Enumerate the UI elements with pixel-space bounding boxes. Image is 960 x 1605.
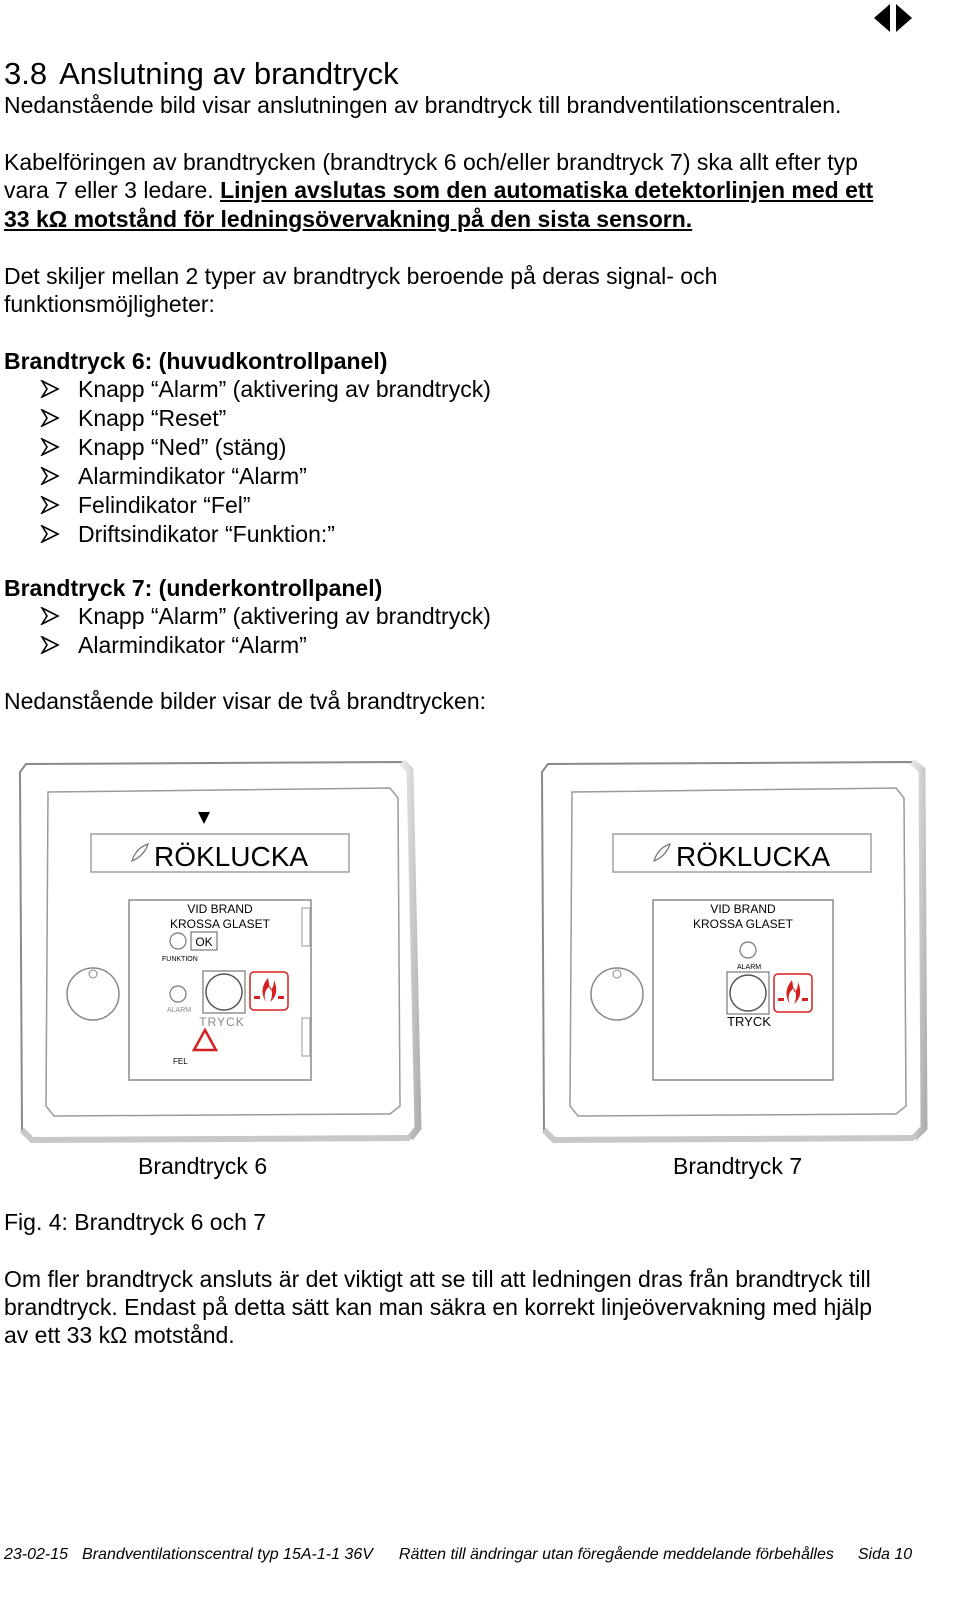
intro-text: Nedanstående bild visar anslutningen av … <box>4 92 842 118</box>
arrow-bullet-icon <box>40 636 60 654</box>
list-item: Knapp “Alarm” (aktivering av brandtryck) <box>40 375 491 404</box>
figure-caption: Fig. 4: Brandtryck 6 och 7 <box>4 1209 267 1235</box>
ok-button[interactable] <box>190 931 218 951</box>
bt6-list: Knapp “Alarm” (aktivering av brandtryck)… <box>40 375 491 549</box>
cabling-line-3: 33 kΩ motstånd för ledningsövervakning p… <box>4 206 693 232</box>
key-knob[interactable] <box>590 967 644 1021</box>
closing-line-1: Om fler brandtryck ansluts är det viktig… <box>4 1266 871 1292</box>
closing-line-2: brandtryck. Endast på detta sätt kan man… <box>4 1294 873 1320</box>
arrow-bullet-icon <box>40 496 60 514</box>
alarm-label: ALARM <box>737 964 761 971</box>
cabling-line-1: Kabelföringen av brandtrycken (brandtryc… <box>4 149 858 175</box>
leaf-icon <box>653 843 671 863</box>
ok-label: OK <box>195 935 212 949</box>
tryck-label: TRYCK <box>727 1014 771 1029</box>
cabling-line-2: vara 7 eller 3 ledare. Linjen avslutas s… <box>4 176 873 205</box>
panel6-instruction-2: KROSSA GLASET <box>170 917 271 931</box>
leaf-icon <box>131 843 149 863</box>
types-line-2: funktionsmöjligheter: <box>4 291 215 317</box>
arrow-bullet-icon <box>40 409 60 427</box>
list-item: Knapp “Alarm” (aktivering av brandtryck) <box>40 602 491 631</box>
fire-symbol-icon <box>773 973 813 1013</box>
list-item: Knapp “Ned” (stäng) <box>40 433 491 462</box>
arrow-bullet-icon <box>40 380 60 398</box>
types-line-1: Det skiljer mellan 2 typer av brandtryck… <box>4 263 718 289</box>
pictures-intro: Nedanstående bilder visar de två brandtr… <box>4 688 487 714</box>
panel6-caption: Brandtryck 6 <box>138 1153 268 1179</box>
list-item: Alarmindikator “Alarm” <box>40 462 491 491</box>
funktion-label: FUNKTION <box>162 956 198 963</box>
panel7-caption: Brandtryck 7 <box>673 1153 803 1179</box>
section-number: 3.8 <box>4 56 48 91</box>
panel6-instruction-1: VID BRAND <box>187 902 253 916</box>
panel7-label-title: RÖKLUCKA <box>676 841 830 872</box>
arrow-bullet-icon <box>40 607 60 625</box>
section-title: Anslutning av brandtryck <box>59 56 399 91</box>
warning-triangle-icon <box>191 1027 219 1052</box>
down-arrow-marker-icon <box>198 812 210 824</box>
cabling-line-2-plain: vara 7 eller 3 ledare. <box>4 177 221 203</box>
list-item: Alarmindikator “Alarm” <box>40 631 491 660</box>
funktion-led <box>169 932 187 950</box>
footer-rights: Rätten till ändringar utan föregående me… <box>398 1546 834 1563</box>
bt7-heading: Brandtryck 7: (underkontrollpanel) <box>4 575 383 601</box>
arrow-bullet-icon <box>40 438 60 456</box>
brandtryck-6-illustration: RÖKLUCKA VID BRAND KROSSA GLASET OK FUNK… <box>18 759 422 1143</box>
tryck-button[interactable] <box>729 974 767 1012</box>
alarm-led <box>739 941 757 959</box>
section-heading: 3.8 Anslutning av brandtryck <box>4 56 399 92</box>
panel7-instruction-1: VID BRAND <box>710 902 776 916</box>
list-item: Felindikator “Fel” <box>40 491 491 520</box>
bt7-list: Knapp “Alarm” (aktivering av brandtryck)… <box>40 602 491 660</box>
footer-date: 23-02-15 <box>4 1546 69 1563</box>
list-item: Knapp “Reset” <box>40 404 491 433</box>
fire-symbol-icon <box>249 971 289 1011</box>
double-arrow-nav-icon[interactable] <box>872 2 914 34</box>
arrow-bullet-icon <box>40 525 60 543</box>
key-knob[interactable] <box>66 967 120 1021</box>
tryck-button[interactable] <box>205 973 243 1011</box>
fel-label: FEL <box>173 1057 188 1066</box>
footer-page: Sida 10 <box>857 1546 913 1563</box>
footer-product: Brandventilationscentral typ 15A-1-1 36V <box>82 1546 373 1563</box>
panel7-instruction-2: KROSSA GLASET <box>693 917 794 931</box>
brandtryck-7-illustration: RÖKLUCKA VID BRAND KROSSA GLASET ALARM T… <box>540 759 928 1143</box>
list-item: Driftsindikator “Funktion:” <box>40 520 491 549</box>
alarm-label: ALARM <box>167 1007 191 1014</box>
cabling-line-2-bold: Linjen avslutas som den automatiska dete… <box>220 177 874 203</box>
closing-line-3: av ett 33 kΩ motstånd. <box>4 1322 235 1348</box>
tryck-label: TRYCK <box>199 1015 244 1029</box>
arrow-bullet-icon <box>40 467 60 485</box>
bt6-heading: Brandtryck 6: (huvudkontrollpanel) <box>4 348 388 374</box>
footer: 23-02-15 Brandventilationscentral typ 15A… <box>4 1546 912 1564</box>
alarm-led <box>169 985 187 1003</box>
panel6-label-title: RÖKLUCKA <box>154 841 308 872</box>
